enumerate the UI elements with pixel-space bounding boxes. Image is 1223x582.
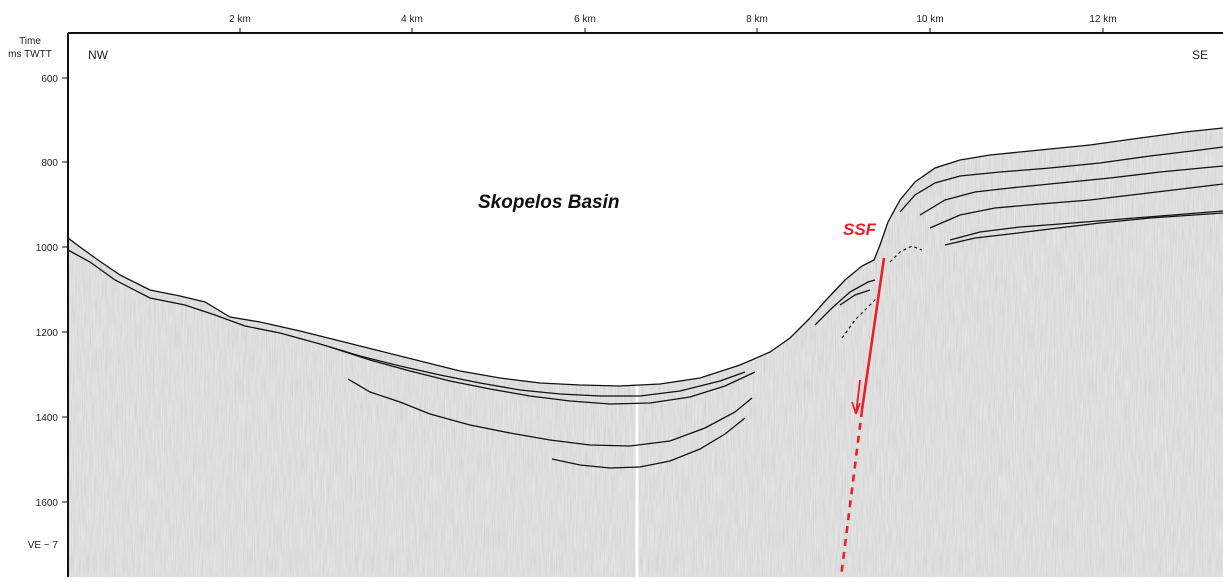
- horizon-se-4: [944, 212, 1223, 246]
- time-tick-600: 600: [41, 74, 58, 85]
- horizon-se-1: [899, 146, 1223, 213]
- time-tick-1400: 1400: [36, 413, 59, 424]
- distance-axis: 2 km 4 km 6 km 8 km 10 km 12 km: [229, 14, 1117, 33]
- water-column: [68, 33, 1223, 386]
- time-tick-800: 800: [41, 158, 58, 169]
- km-tick-8: 8 km: [746, 14, 768, 25]
- horizon-3: [347, 378, 753, 447]
- km-tick-10: 10 km: [916, 14, 943, 25]
- horizon-fault-dashed: [889, 245, 923, 263]
- direction-se: SE: [1192, 48, 1208, 62]
- direction-nw: NW: [88, 48, 109, 62]
- time-tick-1600: 1600: [36, 498, 59, 509]
- basin-label: Skopelos Basin: [478, 192, 620, 213]
- time-axis-title: Time: [19, 36, 41, 47]
- fault-trace-solid: [860, 257, 886, 411]
- km-tick-12: 12 km: [1089, 14, 1116, 25]
- horizon-slope-2: [839, 289, 871, 306]
- horizon-se-2: [919, 165, 1223, 216]
- time-axis-unit: ms TWTT: [8, 49, 52, 60]
- km-tick-4: 4 km: [401, 14, 423, 25]
- vertical-exaggeration-note: VE ~ 7: [28, 540, 59, 551]
- fault-label: SSF: [843, 220, 877, 239]
- horizon-slope-1: [814, 279, 876, 326]
- horizon-slope-dashed: [841, 294, 881, 339]
- time-tick-1200: 1200: [36, 328, 59, 339]
- horizon-1: [68, 249, 746, 397]
- horizon-2: [329, 346, 756, 405]
- fault-slip-arrow: [851, 379, 861, 415]
- fault-trace-dashed: [839, 409, 864, 577]
- horizon-4: [551, 417, 746, 469]
- horizon-se-5: [949, 210, 1223, 241]
- horizon-se-3: [929, 183, 1223, 229]
- seafloor-horizon: [68, 127, 1223, 387]
- time-axis: Time ms TWTT 600 800 1000 1200 1400 1600…: [8, 36, 68, 551]
- time-tick-1000: 1000: [36, 243, 59, 254]
- km-tick-6: 6 km: [574, 14, 596, 25]
- km-tick-2: 2 km: [229, 14, 251, 25]
